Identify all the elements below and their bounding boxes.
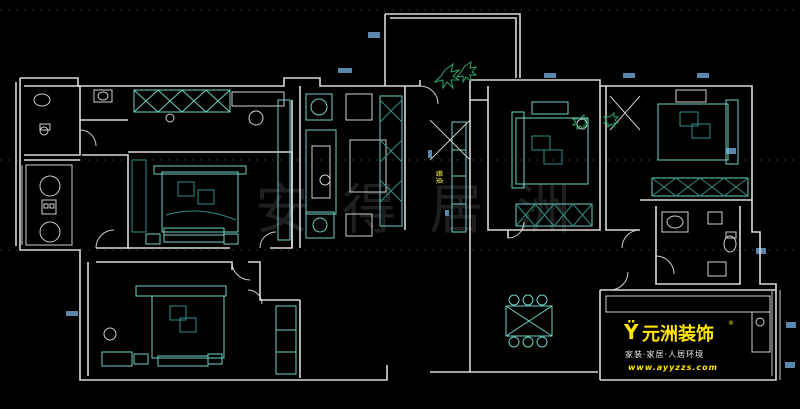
wardrobe-top xyxy=(133,89,285,126)
kitchen-counter xyxy=(605,295,771,353)
bed-lower-left xyxy=(101,285,297,375)
balcony-chairs xyxy=(39,175,61,243)
left-bathroom-fixtures xyxy=(33,89,113,136)
brand-url: www.ayyzzs.com xyxy=(628,363,718,372)
dining-set xyxy=(505,294,553,348)
right-balcony-rail xyxy=(771,290,781,380)
bed-right-2 xyxy=(602,89,749,197)
bed-right-1 xyxy=(511,101,593,227)
living-room-sofa-set xyxy=(305,93,403,239)
exterior-walls xyxy=(15,13,777,381)
entry-plants xyxy=(433,60,478,90)
bed-upper-left xyxy=(131,99,291,245)
logo-mark-icon: Ÿ xyxy=(624,320,639,344)
doors xyxy=(79,85,675,305)
window-markers xyxy=(66,32,796,368)
hall-sign-label: 餐桌 xyxy=(435,170,444,184)
brand-tagline: 家装·家居·人居环境 xyxy=(625,350,705,359)
hall-cabinet xyxy=(429,119,471,233)
company-logo: Ÿ 元洲装饰 ® 家装·家居·人居环境 www.ayyzzs.com xyxy=(622,318,742,378)
right-bathroom-fixtures xyxy=(661,211,737,277)
registered-mark: ® xyxy=(728,320,734,327)
brand-name: 元洲装饰 xyxy=(642,324,714,345)
